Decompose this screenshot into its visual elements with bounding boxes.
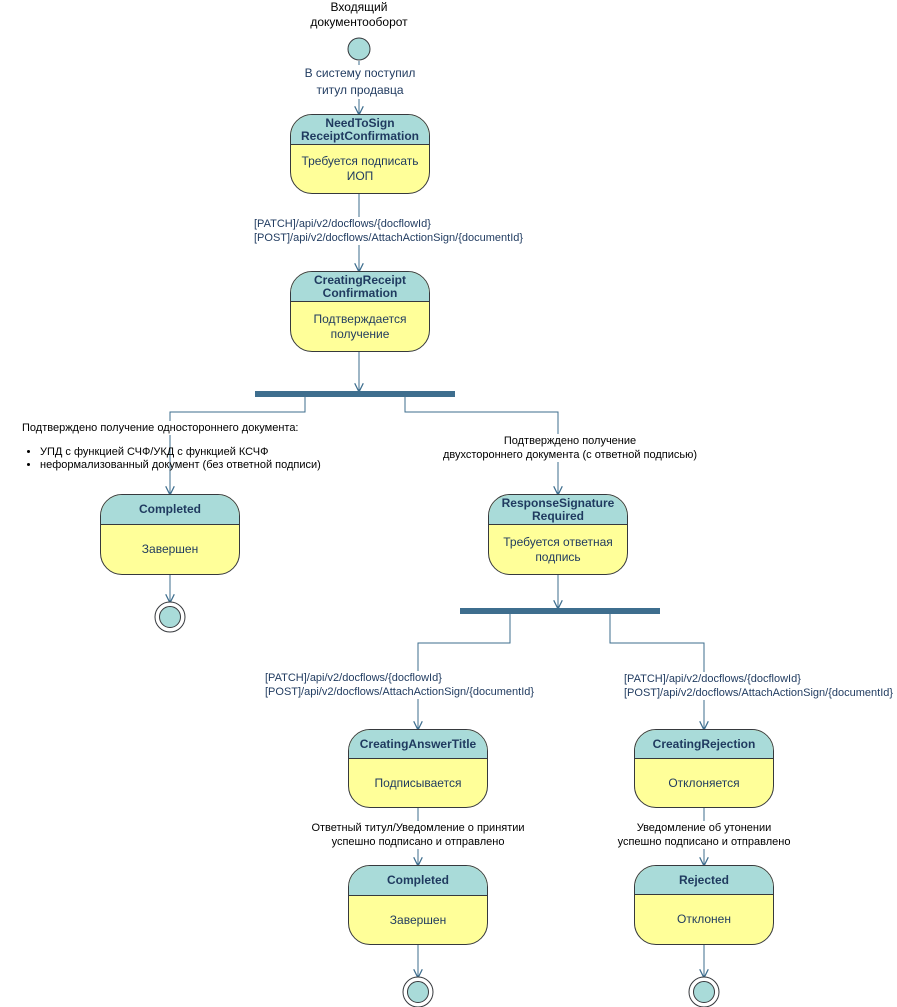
state-completed-left: Completed Завершен [100,494,240,575]
state-title: Completed [101,495,239,525]
answer-done-line-2: успешно подписано и отправлено [331,836,505,848]
state-body: Подписывается [374,775,462,790]
transition-sign-receipt-label: [PATCH]/api/v2/docflows/{docflowId} [POS… [254,217,524,245]
title-line-1: NeedToSign [325,115,395,130]
state-creating-rejection: CreatingRejection Отклоняется [634,729,774,808]
api-line-2: [POST]/api/v2/docflows/AttachActionSign/… [624,687,894,699]
one-sided-heading: Подтверждено получение одностороннего до… [22,422,299,434]
reject-done-line-2: успешно подписано и отправлено [617,836,791,848]
state-creating-answer-title: CreatingAnswerTitle Подписывается [348,729,488,808]
api-line-2: [POST]/api/v2/docflows/AttachActionSign/… [254,232,524,244]
edge-fork-to-completed [170,397,306,494]
state-title: Completed [349,866,487,896]
diagram-header: Входящий документооборот [309,0,409,30]
reject-done-line-1: Уведомление об утонении [636,822,772,834]
body-line-1: Подтверждается [313,311,407,326]
body-line-2: получение [330,326,390,341]
final-node-completed [402,976,434,1007]
state-body: Завершен [389,912,447,927]
state-body: Отклоняется [668,775,740,790]
start-label-line-1: В систему поступил [304,66,416,80]
final-node-rejected [688,976,720,1007]
fork-bar-1 [255,391,455,397]
list-item: неформализованный документ (без ответной… [40,459,321,472]
title-line-2: Confirmation [322,285,398,300]
transition-answer-api-label: [PATCH]/api/v2/docflows/{docflowId} [POS… [265,671,535,699]
state-title: Rejected [635,866,773,895]
transition-two-sided-label: Подтверждено получение двухстороннего до… [440,434,700,462]
header-line-2: документооборот [310,15,408,29]
two-sided-line-2: двухстороннего документа (с ответной под… [442,449,698,461]
body-line-2: подпись [535,549,581,564]
transition-reject-api-label: [PATCH]/api/v2/docflows/{docflowId} [POS… [624,672,894,700]
transition-one-sided-label: Подтверждено получение одностороннего до… [22,421,299,435]
start-transition-label: В систему поступил титул продавца [290,65,430,99]
api-line-1: [PATCH]/api/v2/docflows/{docflowId} [254,218,431,230]
state-body: Отклонен [677,912,731,926]
state-title: CreatingAnswerTitle [349,730,487,759]
fork-bar-2 [460,608,660,614]
body-line-1: Требуется ответная [503,534,613,549]
state-title: CreatingRejection [635,730,773,759]
two-sided-line-1: Подтверждено получение [503,435,637,447]
answer-done-line-1: Ответный титул/Уведомление о принятии [311,822,525,834]
list-item: УПД с функцией СЧФ/УКД с функцией КСЧФ [40,446,321,459]
header-line-1: Входящий [330,0,388,14]
title-line-1: ResponseSignature [501,495,615,510]
start-label-line-2: титул продавца [316,83,404,97]
body-line-1: Требуется подписать [301,154,419,168]
state-completed-bottom: Completed Завершен [348,865,488,945]
state-rejected: Rejected Отклонен [634,865,774,945]
title-line-2: Required [531,508,584,523]
body-line-2: ИОП [346,169,374,183]
final-node-left [154,601,186,633]
title-line-1: CreatingReceipt [313,272,407,287]
transition-answer-done-label: Ответный титул/Уведомление о принятии ус… [303,821,533,849]
state-body: Завершен [141,542,199,556]
initial-node [347,37,371,61]
title-line-2: ReceiptConfirmation [300,128,419,143]
api-line-2: [POST]/api/v2/docflows/AttachActionSign/… [265,686,535,698]
api-line-1: [PATCH]/api/v2/docflows/{docflowId} [624,673,801,685]
one-sided-document-list: УПД с функцией СЧФ/УКД с функцией КСЧФ н… [22,446,321,472]
transition-reject-done-label: Уведомление об утонении успешно подписан… [604,821,804,849]
api-line-1: [PATCH]/api/v2/docflows/{docflowId} [265,672,442,684]
